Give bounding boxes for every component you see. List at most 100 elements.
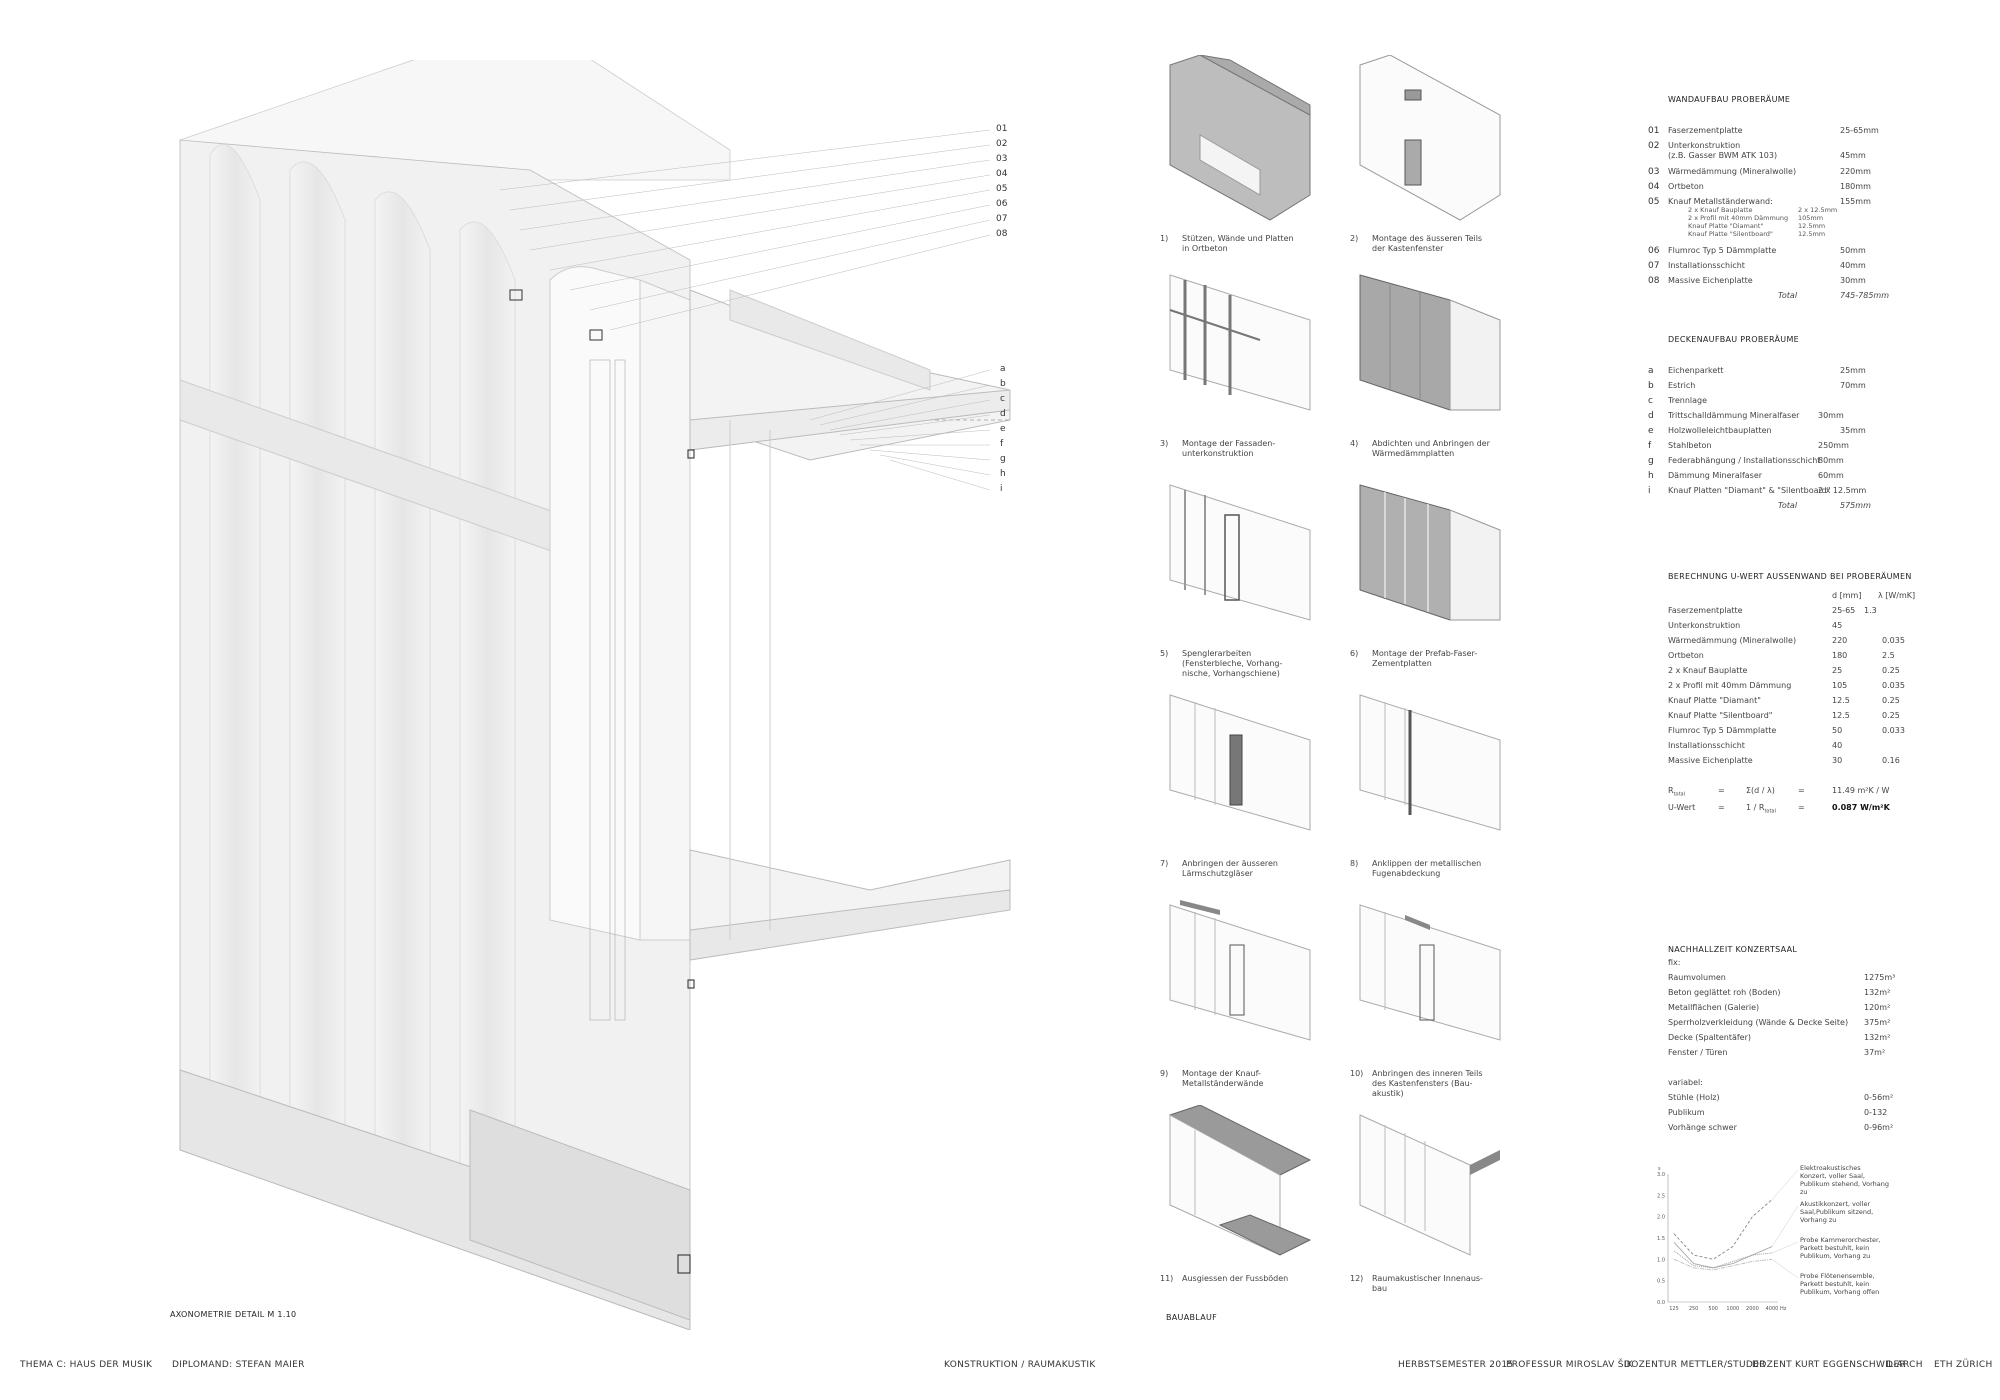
r-total-label: Rtotal — [1668, 786, 1685, 798]
step-number: 2) — [1350, 234, 1359, 243]
y-tick-label: 0.0 — [1657, 1300, 1665, 1306]
footer-thema: THEMA C: HAUS DER MUSIK — [20, 1360, 153, 1370]
variabel-label: variabel: — [1668, 1078, 1703, 1087]
layer-label: Eichenparkett — [1668, 366, 1724, 375]
layer-number: 07 — [1648, 261, 1660, 271]
layer-number: 04 — [1648, 182, 1660, 192]
step-number: 4) — [1350, 439, 1359, 448]
bauablauf-step-11: 11)Ausgiessen der Fussböden — [1160, 1105, 1340, 1284]
wall-label: 03 — [996, 154, 1008, 164]
axonometric-detail-drawing — [170, 19, 1090, 1331]
fix-item-label: Decke (Spaltentäfer) — [1668, 1033, 1752, 1042]
y-tick-label: 1.0 — [1657, 1257, 1665, 1263]
uwert-lambda: 0.033 — [1882, 726, 1905, 735]
bauablauf-step-2: 2)Montage des äusseren Teils der Kastenf… — [1350, 55, 1530, 254]
layer-label: Ortbeton — [1668, 182, 1704, 191]
wall-label: 06 — [996, 199, 1008, 209]
var-item-label: Stühle (Holz) — [1668, 1093, 1720, 1102]
step-number: 7) — [1160, 859, 1169, 868]
total-value: 745-785mm — [1840, 291, 1890, 300]
legend-leader — [1771, 1259, 1799, 1279]
step-text: Anklippen der metallischen Fugenabdeckun… — [1372, 859, 1482, 878]
layer-value: 30mm — [1840, 276, 1866, 285]
bauablauf-step-4: 4)Abdichten und Anbringen der Wärmedämmp… — [1350, 270, 1530, 459]
layer-sublabel: (z.B. Gasser BWM ATK 103) — [1668, 151, 1778, 160]
layer-value: 30mm — [1818, 411, 1844, 420]
footer-semester: HERBSTSEMESTER 2015 — [1398, 1360, 1514, 1370]
bauablauf-step-7: 7) Anbringen der äusseren Lärmschutzgläse… — [1160, 690, 1340, 879]
uwert-d: 30 — [1832, 756, 1843, 765]
fix-item-label: Fenster / Türen — [1668, 1048, 1728, 1057]
x-tick-label: 1000 — [1726, 1306, 1739, 1312]
uwert-section: BERECHNUNG U-WERT AUSSENWAND BEI PROBERÄ… — [1668, 572, 1968, 851]
uwert-label: 2 x Profil mit 40mm Dämmung — [1668, 681, 1792, 690]
layer-label: Unterkonstruktion — [1668, 141, 1741, 150]
uwert-d: 45 — [1832, 621, 1843, 630]
legend-leader — [1771, 1205, 1799, 1247]
layer-letter: a — [1648, 366, 1654, 376]
uwert-d: 50 — [1832, 726, 1843, 735]
uwert-d: 25-65 — [1832, 606, 1856, 615]
uwert-d: 180 — [1832, 651, 1848, 660]
layer-value: 35mm — [1840, 426, 1866, 435]
bauablauf-step-6: 6)Montage der Prefab-Faser-Zementplatten — [1350, 480, 1530, 669]
step-number: 1) — [1160, 234, 1169, 243]
wall-label: 08 — [996, 229, 1008, 239]
footer-darch: D-ARCH — [1886, 1360, 1923, 1370]
layer-number: 01 — [1648, 126, 1660, 136]
u-formula: 1 / Rtotal — [1746, 803, 1776, 815]
x-tick-label: 125 — [1669, 1306, 1679, 1312]
layer-label: Dämmung Mineralfaser — [1668, 471, 1763, 480]
layer-value: 60mm — [1818, 471, 1844, 480]
total-value: 575mm — [1840, 501, 1871, 510]
wandaufbau-title: WANDAUFBAU PROBERÄUME — [1668, 95, 1791, 104]
deckenaufbau-section: DECKENAUFBAU PROBERÄUME a Eichenparkett … — [1648, 335, 1968, 516]
uwert-d: 105 — [1832, 681, 1848, 690]
layer-label: Massive Eichenplatte — [1668, 276, 1753, 285]
step-number: 9) — [1160, 1069, 1169, 1078]
uwert-label: Knauf Platte "Silentboard" — [1668, 711, 1773, 720]
layer-value: 25mm — [1840, 366, 1866, 375]
layer-letter: g — [1648, 456, 1654, 466]
footer-diplomand: DIPLOMAND: STEFAN MAIER — [172, 1360, 305, 1370]
series-line — [1673, 1258, 1773, 1271]
layer-letter: d — [1648, 411, 1654, 421]
layer-letter: e — [1648, 426, 1654, 436]
sub-label: 2 x Knauf Bauplatte — [1688, 206, 1753, 214]
legend-leader — [1771, 1241, 1799, 1254]
step-text: Montage der Knauf-Metallständerwände — [1182, 1069, 1264, 1088]
floor-label: c — [1000, 394, 1005, 404]
sub-value: 105mm — [1798, 214, 1824, 222]
layer-value: 2 x 12.5mm — [1818, 486, 1867, 495]
wall-label: 01 — [996, 124, 1008, 134]
uwert-label: Massive Eichenplatte — [1668, 756, 1753, 765]
layer-value: 180mm — [1840, 182, 1871, 191]
var-item-value: 0-132 — [1864, 1108, 1888, 1117]
r-value: 11.49 m²K / W — [1832, 786, 1890, 795]
uwert-lambda: 2.5 — [1882, 651, 1895, 660]
fix-item-value: 132m² — [1864, 1033, 1891, 1042]
step-text: Anbringen der äusseren Lärmschutzgläser — [1182, 859, 1278, 878]
uwert-label: Wärmedämmung (Mineralwolle) — [1668, 636, 1797, 645]
floor-label: g — [1000, 454, 1006, 464]
y-tick-label: 0.5 — [1657, 1279, 1665, 1285]
uwert-label: Unterkonstruktion — [1668, 621, 1741, 630]
fix-item-value: 132m² — [1864, 988, 1891, 997]
layer-label: Wärmedämmung (Mineralwolle) — [1668, 167, 1797, 176]
layer-label: Knauf Platten "Diamant" & "Silentboard" — [1668, 486, 1831, 495]
uwert-lambda: 0.25 — [1882, 666, 1900, 675]
wall-label: 05 — [996, 184, 1008, 194]
layer-label: Federabhängung / Installationsschicht — [1668, 456, 1821, 465]
layer-label: Flumroc Typ 5 Dämmplatte — [1668, 246, 1777, 255]
sub-label: Knauf Platte "Diamant" — [1688, 222, 1764, 230]
floor-label: d — [1000, 409, 1006, 419]
wall-label: 07 — [996, 214, 1008, 224]
y-tick-label: 1.5 — [1657, 1236, 1665, 1242]
nachhallzeit-section: NACHHALLZEIT KONZERTSAAL fix: Raumvolume… — [1668, 945, 1968, 1148]
layer-value: 70mm — [1840, 381, 1866, 390]
floor-label: a — [1000, 364, 1006, 374]
u-value: 0.087 W/m²K — [1832, 803, 1890, 812]
step-11-drawing — [1168, 1105, 1312, 1256]
bauablauf-panel: 1)Stützen, Wände und Platten in Ortbeton… — [1160, 55, 1720, 1325]
layer-label: Holzwolleleichtbauplatten — [1668, 426, 1772, 435]
